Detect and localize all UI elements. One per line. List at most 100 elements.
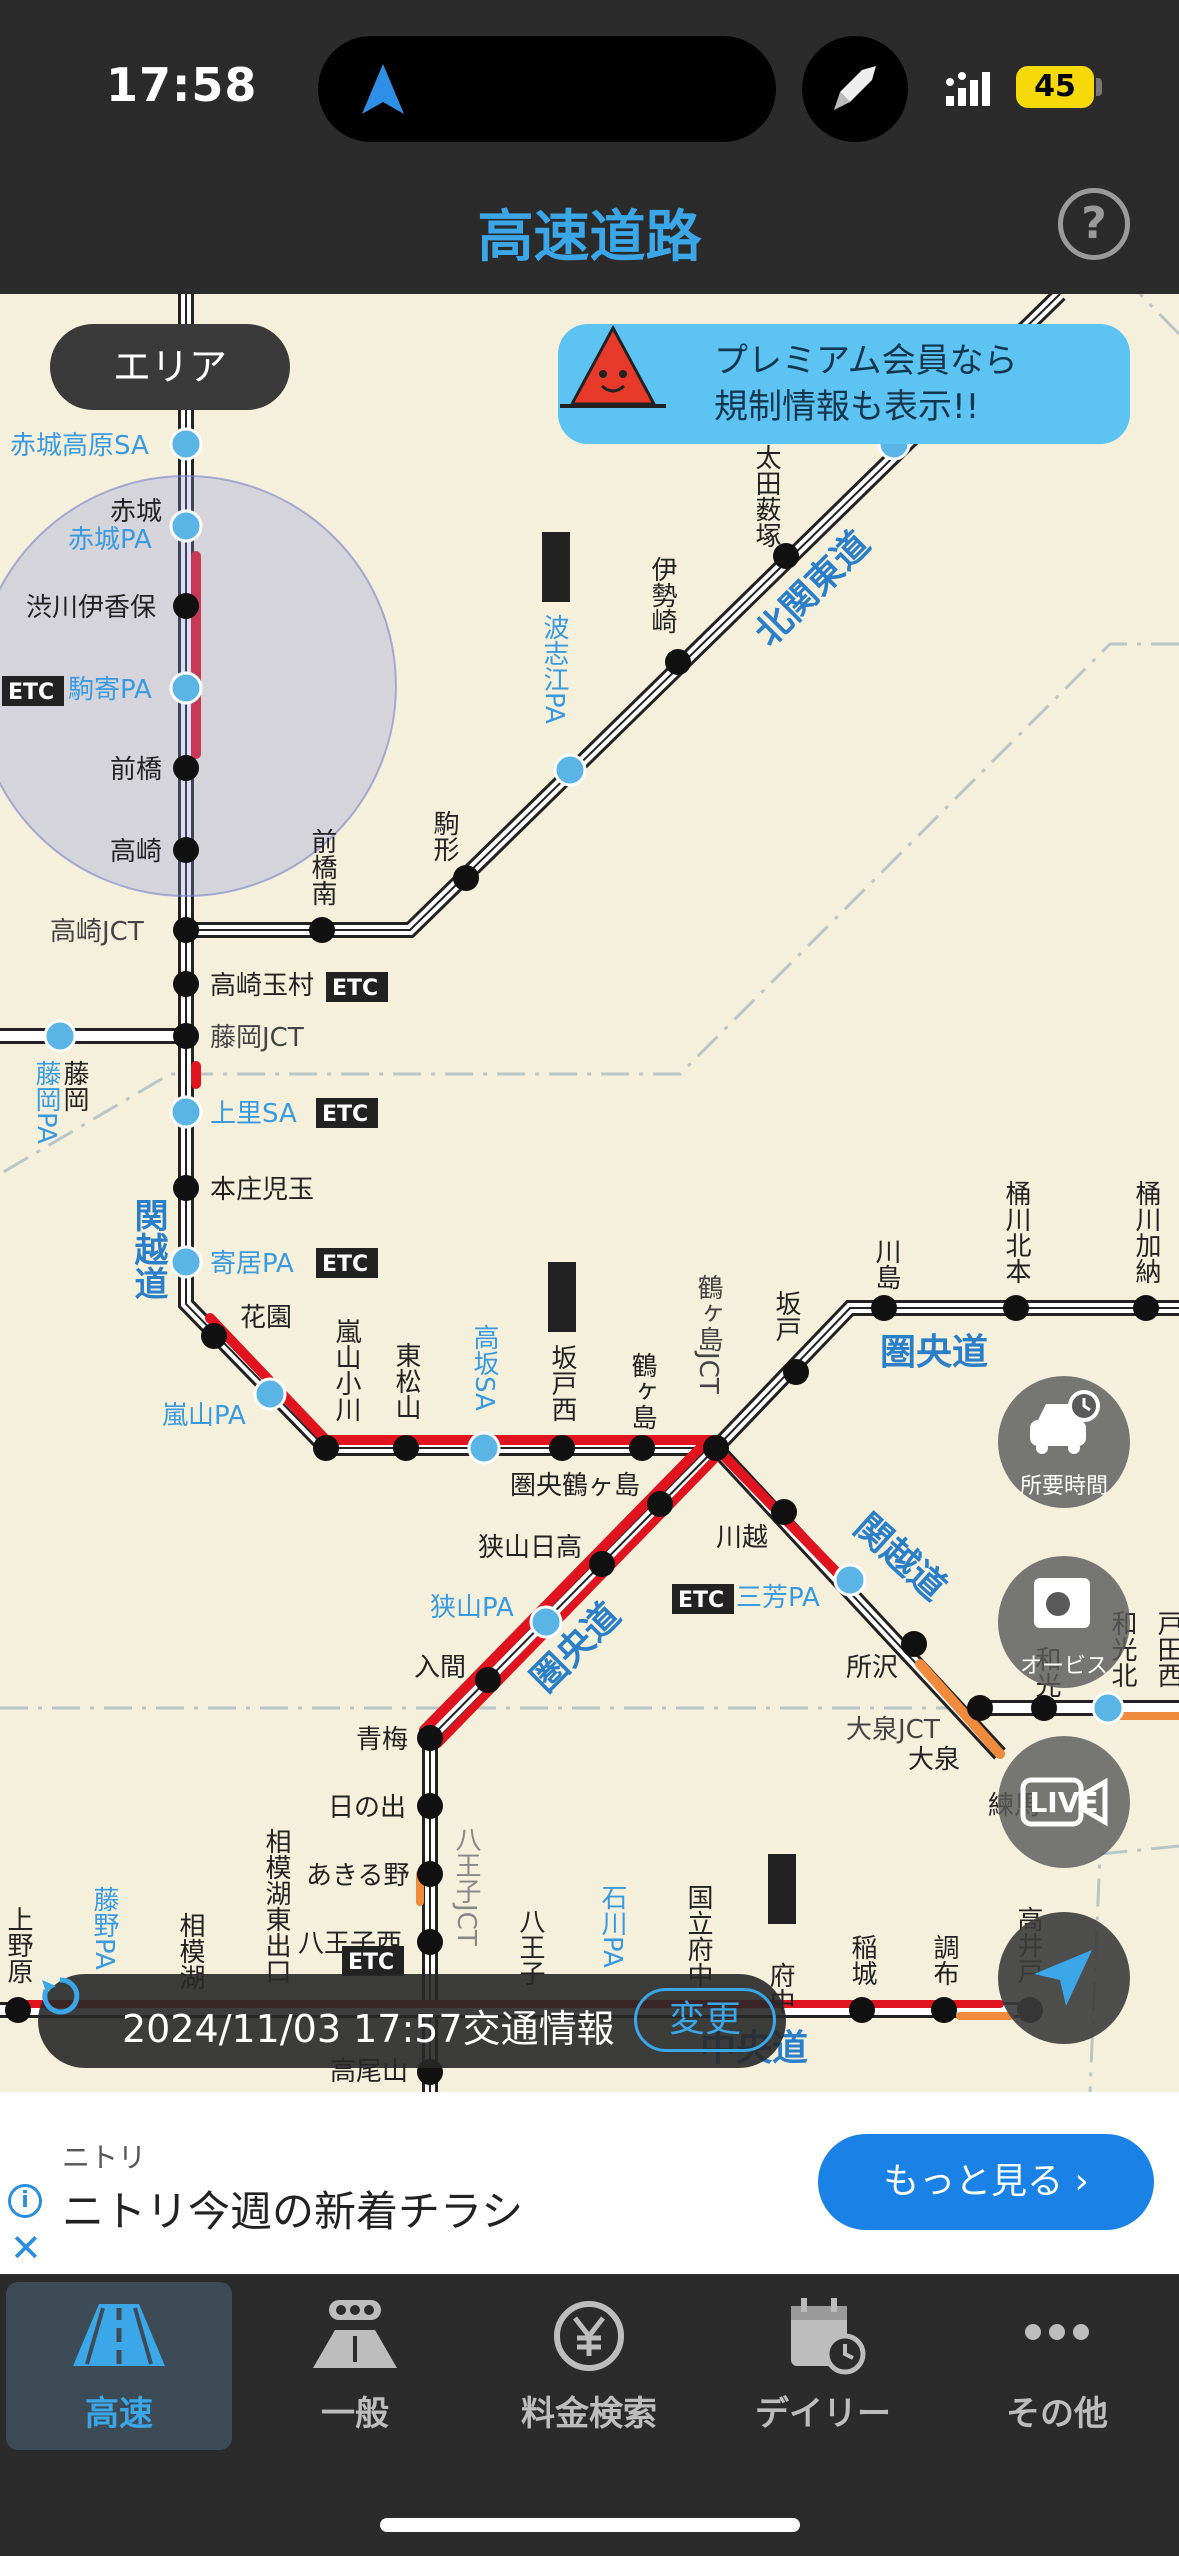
orbis-button[interactable]: オービス: [998, 1556, 1130, 1688]
label-tsurugashima-jct: 鶴ヶ島JCT: [693, 1274, 723, 1394]
label-ota-yabuzuka: 太田薮塚: [751, 444, 781, 548]
label-iruma: 入間: [414, 1653, 466, 1683]
etc-badge-tamamura: ETC: [332, 976, 378, 1001]
more-dots-icon: [1025, 2324, 1089, 2340]
label-honjo-kodama: 本庄児玉: [210, 1175, 314, 1205]
home-indicator[interactable]: [380, 2518, 800, 2532]
label-hachioji-jct: 八王子JCT: [451, 1826, 481, 1946]
label-oizumi-jct: 大泉JCT: [846, 1715, 940, 1745]
label-takasaki-jct: 高崎JCT: [50, 917, 144, 947]
yen-coin-icon: [554, 2301, 624, 2371]
label-sayama-hidaka: 狭山日高: [478, 1533, 582, 1563]
label-fujioka: 藤岡: [59, 1060, 89, 1112]
ad-info-icon[interactable]: i: [8, 2184, 42, 2218]
area-button[interactable]: エリア: [50, 324, 290, 410]
tab-daily[interactable]: デイリー: [710, 2282, 936, 2450]
label-todanishi: 戸田西: [1153, 1610, 1179, 1688]
label-kanetsu-south: 関越道: [846, 1506, 954, 1609]
label-higashi-matsuyama: 東松山: [391, 1342, 421, 1420]
traffic-datetime: 2024/11/03 17:57交通情報: [122, 2007, 615, 2051]
ad-banner[interactable]: ニトリ ニトリ今週の新着チラシ i ✕ もっと見る ›: [0, 2092, 1179, 2274]
refresh-icon[interactable]: [38, 1974, 82, 2018]
premium-banner-line1: プレミアム会員なら: [714, 341, 1018, 381]
label-fujioka-pa: 藤岡PA: [31, 1060, 61, 1144]
clock: 17:58: [106, 58, 258, 112]
label-takasaki: 高崎: [110, 837, 162, 867]
label-inagi: 稲城: [847, 1934, 877, 1986]
label-akagi-pa: 赤城PA: [68, 525, 152, 555]
travel-time-label: 所要時間: [1019, 1474, 1108, 1499]
label-akiruno: あきる野: [306, 1861, 409, 1891]
calendar-clock-icon: [791, 2298, 866, 2375]
speed-camera-icon: [1034, 1578, 1090, 1628]
premium-banner[interactable]: プレミアム会員なら 規制情報も表示!! ›: [558, 324, 1130, 444]
ad-advertiser: ニトリ: [62, 2141, 147, 2174]
label-miyoshi-pa: 三芳PA: [736, 1583, 820, 1613]
battery-tip: [1096, 78, 1102, 96]
etc-badge-miyoshi: ETC: [678, 1588, 724, 1613]
travel-time-button[interactable]: 所要時間: [998, 1376, 1130, 1508]
label-fujino-pa: 藤野PA: [89, 1886, 119, 1970]
cellular-signal-icon: [946, 72, 990, 106]
label-akagi-kogen-sa: 赤城高原SA: [10, 431, 149, 461]
etc-badge-hachioji-nishi: ETC: [348, 1950, 394, 1975]
tab-daily-label: デイリー: [755, 2394, 891, 2434]
highway-map[interactable]: 赤城高原SA 赤城 赤城PA 渋川伊香保 駒寄PA 前橋 高崎 高崎JCT 高崎…: [0, 294, 1179, 2092]
route-map-canvas[interactable]: 赤城高原SA 赤城 赤城PA 渋川伊香保 駒寄PA 前橋 高崎 高崎JCT 高崎…: [0, 294, 1179, 2092]
label-uenohara: 上野原: [3, 1906, 33, 1984]
label-sakado: 坂戸: [771, 1290, 801, 1342]
tab-more[interactable]: その他: [944, 2282, 1170, 2450]
help-button[interactable]: ?: [1058, 188, 1130, 260]
label-tokorozawa: 所沢: [846, 1653, 898, 1683]
label-sagamiko-higashi: 相模湖東出口: [261, 1828, 291, 1984]
battery-icon: 45: [1016, 66, 1094, 108]
label-kenodo-tsurugashima: 圏央鶴ヶ島: [510, 1471, 640, 1501]
highway-road-icon: [73, 2304, 165, 2366]
label-ranzan-pa: 嵐山PA: [162, 1401, 246, 1431]
label-oizumi: 大泉: [908, 1745, 960, 1775]
orbis-label: オービス: [1019, 1654, 1108, 1679]
label-okegawa-kano: 桶川加納: [1131, 1180, 1161, 1284]
label-sayama-pa: 狭山PA: [430, 1593, 514, 1623]
label-hanazono: 花園: [240, 1303, 292, 1333]
car-clock-icon: [1030, 1390, 1100, 1454]
tab-general[interactable]: 一般: [242, 2282, 468, 2450]
label-ranzan-ogawa: 嵐山小川: [331, 1318, 361, 1422]
tab-highway[interactable]: 高速: [6, 2282, 232, 2450]
ad-headline: ニトリ今週の新着チラシ: [62, 2187, 524, 2236]
label-komagata: 駒形: [429, 810, 459, 862]
label-ishikawa-pa: 石川PA: [597, 1884, 627, 1968]
etc-badge-yorii: ETC: [322, 1252, 368, 1277]
label-kawagoe: 川越: [716, 1523, 768, 1553]
label-akagi: 赤城: [110, 497, 162, 527]
ad-cta-button[interactable]: もっと見る ›: [818, 2134, 1154, 2230]
live-camera-button[interactable]: LIVE: [998, 1736, 1130, 1868]
traffic-info-bar: 2024/11/03 17:57交通情報 変更: [38, 1974, 786, 2068]
label-hachioji: 八王子: [515, 1908, 545, 1986]
video-camera-icon: [1020, 1777, 1108, 1827]
etc-badge-kamisato: ETC: [322, 1102, 368, 1127]
label-kawajima: 川島: [871, 1238, 901, 1290]
label-tsurugashima: 鶴ヶ島: [627, 1352, 657, 1430]
rocket-icon: [834, 66, 876, 110]
label-shibukawa-ikaho: 渋川伊香保: [26, 593, 156, 623]
tab-toll-search-label: 料金検索: [521, 2394, 657, 2434]
label-maebashi-minami: 前橋南: [307, 828, 337, 906]
label-yorii-pa: 寄居PA: [210, 1249, 294, 1279]
change-time-button[interactable]: 変更: [634, 1988, 776, 2052]
label-takasaki-tamamura: 高崎玉村: [210, 971, 314, 1001]
mascot-icon: [560, 324, 666, 408]
current-location-button[interactable]: [998, 1912, 1130, 2044]
page-title: 高速道路: [477, 205, 702, 270]
label-fujioka-jct: 藤岡JCT: [210, 1023, 304, 1053]
dynamic-island: [318, 36, 776, 142]
label-okegawa-kitamoto: 桶川北本: [1001, 1180, 1031, 1284]
tab-highway-label: 高速: [85, 2394, 153, 2434]
label-hashie-pa: 波志江PA: [539, 614, 569, 724]
label-komayose-pa: 駒寄PA: [68, 675, 152, 705]
navigation-arrow-icon: [362, 64, 404, 114]
label-ome: 青梅: [356, 1725, 408, 1755]
ad-close-icon[interactable]: ✕: [10, 2226, 42, 2270]
label-kamisato-sa: 上里SA: [210, 1099, 297, 1129]
tab-toll-search[interactable]: 料金検索: [476, 2282, 702, 2450]
